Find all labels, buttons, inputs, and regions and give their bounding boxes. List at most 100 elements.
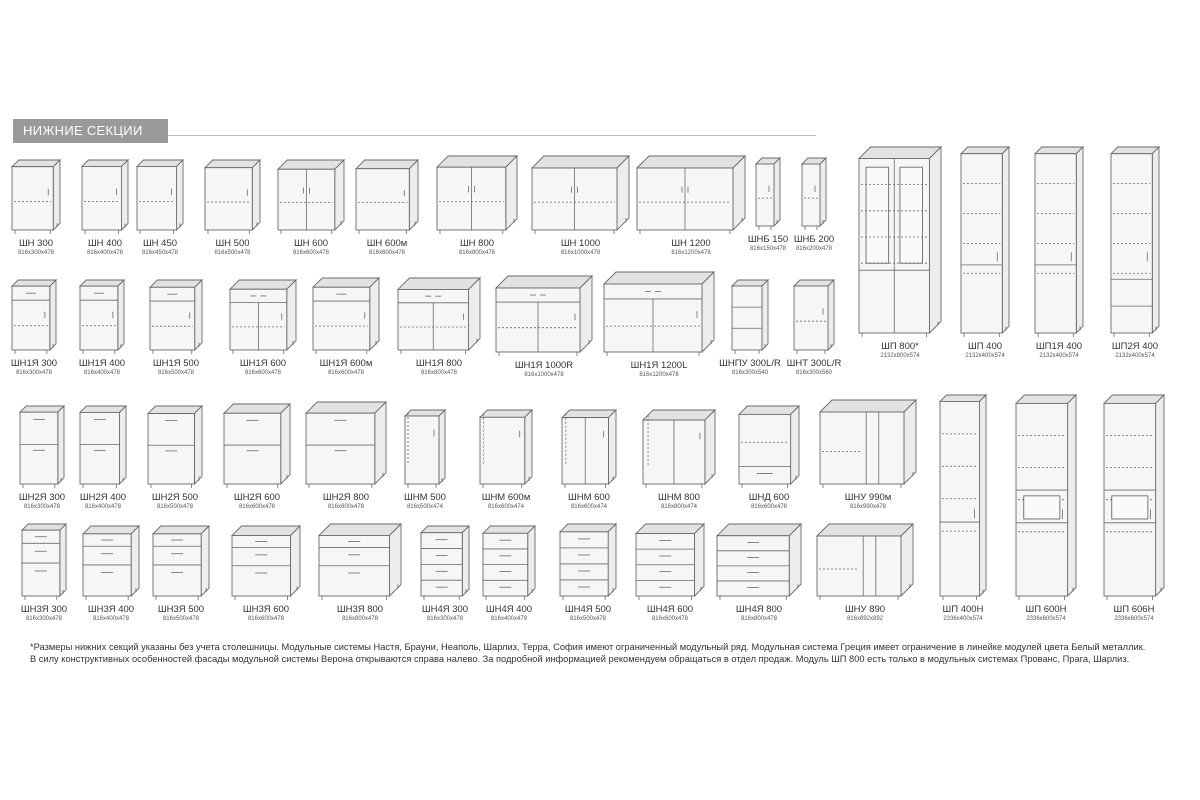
cabinet-drawing <box>857 145 943 337</box>
cabinet-drawing <box>419 524 471 600</box>
cabinet-code: ШП 606Н <box>1113 604 1155 615</box>
cabinet-drawing <box>1033 145 1085 337</box>
cabinet-code: ШН 300 <box>18 238 54 249</box>
cabinet-code: ШП 800* <box>881 341 919 352</box>
cabinet-dimensions: 816х600х474 <box>570 504 608 510</box>
cabinet-code: ШН1Я 600м <box>319 358 373 369</box>
cabinet-code: ШН2Я 400 <box>79 492 127 503</box>
cabinet-dimensions: 816х300х478 <box>17 250 55 256</box>
cabinet-code: ШП2Я 400 <box>1111 341 1159 352</box>
cabinet-dimensions: 816х400х478 <box>83 370 121 376</box>
cabinet-drawing <box>311 276 381 354</box>
cabinet-code: ШН4Я 300 <box>421 604 469 615</box>
cabinet-dimensions: 816х400х478 <box>92 616 130 622</box>
cabinet-code: ШН 600м <box>366 238 408 249</box>
cabinet-drawing <box>354 158 420 234</box>
section-divider <box>168 135 816 136</box>
cabinet-drawing <box>494 274 594 356</box>
cabinet-code: ШН3Я 600 <box>242 604 290 615</box>
cabinet-drawing <box>146 404 204 488</box>
cabinet-code: ШН3Я 800 <box>336 604 384 615</box>
cabinet-code: ШН 1200 <box>671 238 711 249</box>
section-title: НИЖНИЕ СЕКЦИИ <box>13 119 168 143</box>
cabinet-drawing <box>396 276 482 354</box>
cabinet-dimensions: 816х300х478 <box>426 616 464 622</box>
cabinet-drawing <box>435 154 519 234</box>
cabinet-drawing <box>81 524 141 600</box>
cabinet-dimensions: 2132х800х574 <box>880 353 920 359</box>
cabinet-drawing <box>203 158 262 234</box>
cabinet-code: ШНД 600 <box>748 492 790 503</box>
cabinet-code: ШН4Я 400 <box>485 604 533 615</box>
cabinet-drawing <box>222 402 292 488</box>
cabinet-code: ШН 500 <box>215 238 250 249</box>
cabinet-drawing <box>800 156 828 230</box>
cabinet-dimensions: 2336х600х574 <box>1114 616 1154 622</box>
cabinet-drawing <box>818 398 918 488</box>
cabinet-code: ШНУ 890 <box>844 604 886 615</box>
cabinet-code: ШН1Я 300 <box>10 358 58 369</box>
cabinet-drawing <box>792 278 836 354</box>
cabinet-dimensions: 816х800х478 <box>458 250 496 256</box>
footnote-line-1: *Размеры нижних секций указаны без учета… <box>30 642 1146 652</box>
cabinet-dimensions: 816х600х478 <box>238 504 276 510</box>
cabinet-code: ШН2Я 800 <box>322 492 370 503</box>
cabinet-code: ШП 400 <box>967 341 1003 352</box>
cabinet-drawing <box>635 154 747 234</box>
cabinet-drawing <box>228 278 298 354</box>
cabinet-drawing <box>641 408 717 488</box>
cabinet-drawing <box>1102 393 1166 600</box>
cabinet-drawing <box>317 522 403 600</box>
cabinet-drawing <box>78 404 128 488</box>
cabinet-dimensions: 816х1000х478 <box>560 250 601 256</box>
cabinet-code: ШНМ 800 <box>658 492 700 503</box>
cabinet-code: ШНТ 300L/R <box>786 358 842 369</box>
cabinet-code: ШН 400 <box>87 238 123 249</box>
cabinet-code: ШН 1000 <box>560 238 601 249</box>
cabinet-dimensions: 816х300х478 <box>15 370 53 376</box>
cabinet-drawing <box>530 154 631 234</box>
cabinet-code: ШН1Я 800 <box>415 358 463 369</box>
cabinet-code: ШП 600Н <box>1025 604 1067 615</box>
cabinet-code: ШН2Я 600 <box>233 492 281 503</box>
cabinet-dimensions: 816х400х479 <box>490 616 528 622</box>
cabinet-drawing <box>151 524 211 600</box>
cabinet-drawing <box>602 270 716 356</box>
cabinet-dimensions: 816х600х478 <box>327 370 365 376</box>
cabinet-code: ШН 450 <box>142 238 178 249</box>
cabinet-drawing <box>20 522 68 600</box>
cabinet-drawing <box>1109 145 1161 337</box>
cabinet-drawing <box>230 524 302 600</box>
cabinet-dimensions: 816х500х478 <box>157 370 195 376</box>
cabinet-code: ШН4Я 800 <box>735 604 783 615</box>
cabinet-drawing <box>78 278 126 354</box>
